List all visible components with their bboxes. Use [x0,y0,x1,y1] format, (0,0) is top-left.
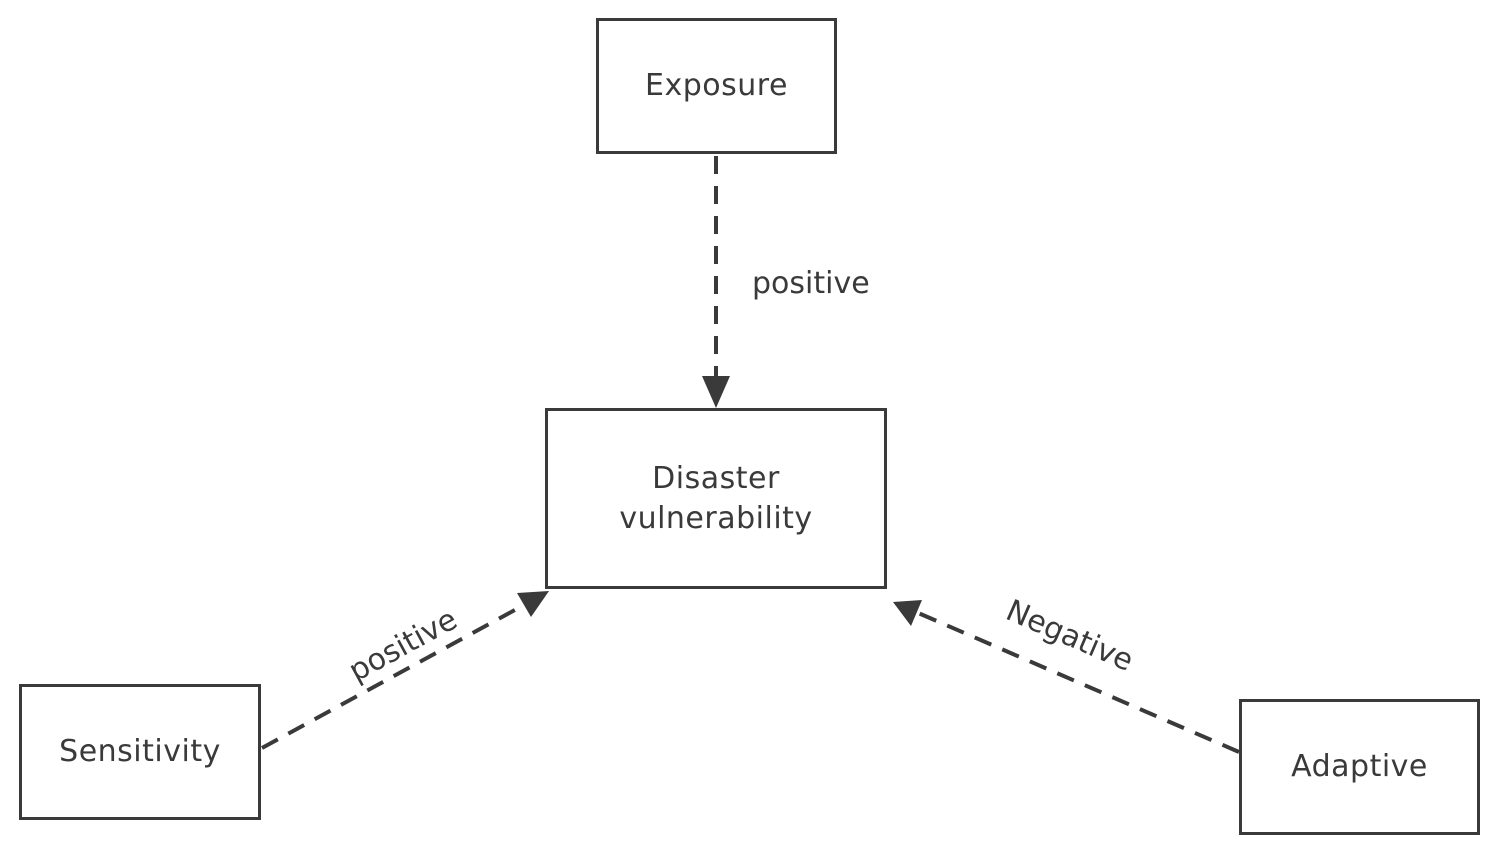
disaster-vulnerability-node: Disaster vulnerability [545,408,887,589]
label-sensitivity-positive: positive [343,602,463,689]
vulnerability-label-line1: Disaster [652,460,780,496]
sensitivity-node: Sensitivity [19,684,261,820]
adaptive-node: Adaptive [1239,699,1480,835]
vulnerability-label-line2: vulnerability [619,500,813,536]
edge-sensitivity-to-vulnerability [261,603,525,750]
arrowhead-exposure [702,376,730,408]
arrowhead-sensitivity [517,591,549,617]
exposure-label: Exposure [645,68,788,103]
arrowhead-adaptive [893,600,922,626]
adaptive-label: Adaptive [1291,749,1428,784]
exposure-node: Exposure [596,18,837,154]
label-exposure-positive: positive [752,266,870,301]
sensitivity-label: Sensitivity [59,734,221,769]
label-adaptive-negative: Negative [1001,593,1138,679]
